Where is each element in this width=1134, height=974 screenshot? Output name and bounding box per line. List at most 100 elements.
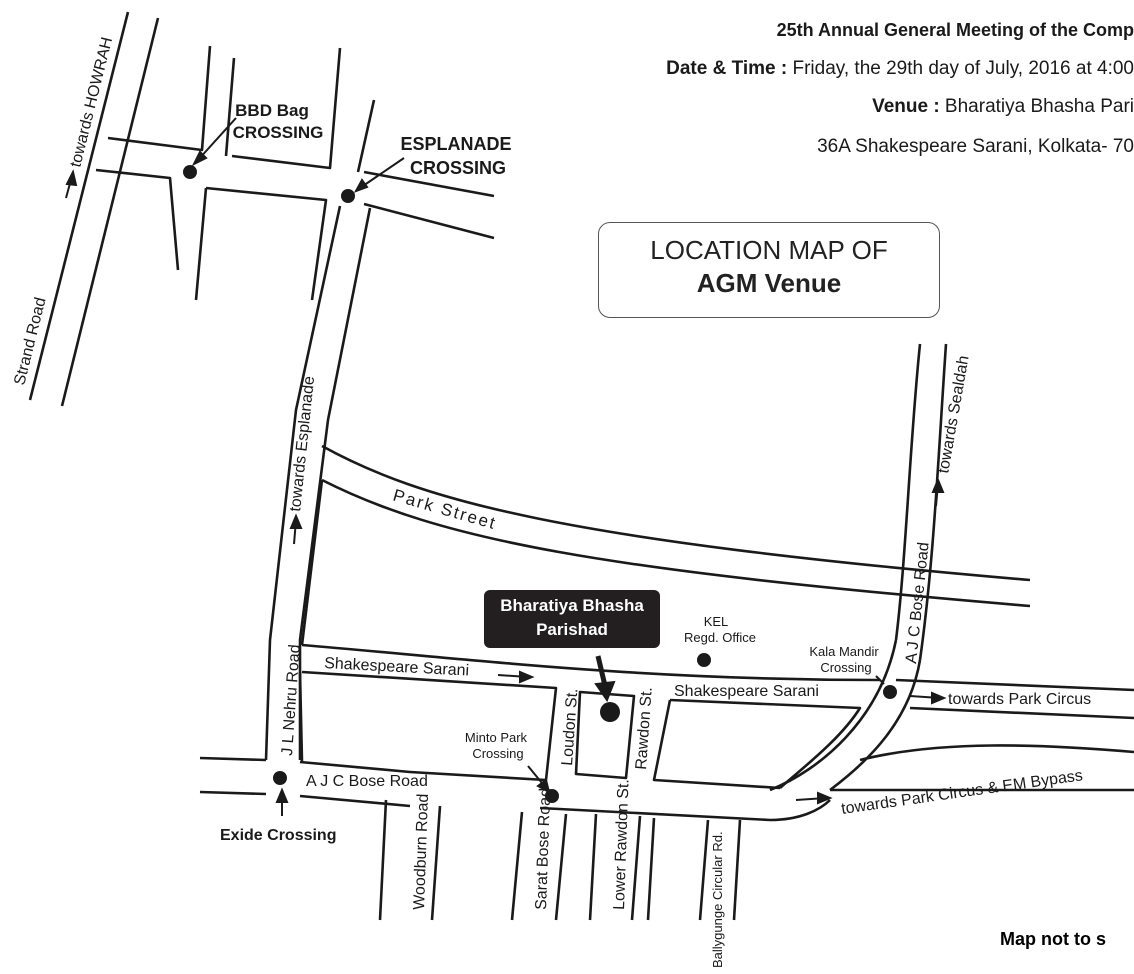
ajc-bose-main-edge [299,760,411,774]
minto-park-label: Minto Park [465,730,528,745]
ajc-bose-main-edge [539,799,831,822]
arrow-head [594,680,616,703]
arrow-head [65,169,78,187]
exide-crossing-dot [273,771,287,785]
bbd-road-edge [363,202,495,240]
shakespeare-sarani-edge [669,698,862,789]
map-arrows [65,117,947,816]
ajc-bose-road-label: A J C Bose Road [306,773,428,790]
bbd-road-edge [356,99,376,173]
meeting-date-time: Date & Time : Friday, the 29th day of Ju… [666,58,1134,80]
road-network [28,11,1134,921]
date-time-value: Friday, the 29th day of July, 2016 at 4:… [787,58,1134,79]
kala-mandir-label: Kala Mandir [809,644,879,659]
ballygunge-rd-edge [732,819,742,921]
ballygunge-rd-edge [646,817,656,921]
meeting-venue: Venue : Bharatiya Bhasha Pari [872,96,1134,118]
ajc-bose-road-edge [769,639,898,792]
ajc-bose-road-edge [894,343,922,641]
bbd-road-edge [363,170,495,198]
shakespeare-sarani-edge [298,671,304,763]
esplanade-crossing-label: ESPLANADE [400,134,511,154]
bbd-bag-crossing-dot [183,165,197,179]
scale-note: Map not to s [1000,929,1106,949]
shakespeare-sarani-edge [652,699,781,790]
ballygunge-rd-edge [698,819,710,921]
bbd-road-edge [205,186,328,301]
kala-mandir-label: Crossing [820,660,871,675]
kel-office-label: Regd. Office [684,630,756,645]
arrow-head [275,787,289,803]
lower-rawdon-st-edge [588,813,598,921]
esplanade-pointer-arrow [359,157,405,189]
venue-dot [600,702,620,722]
arrow-head [289,513,303,529]
park-circus-road-edge [909,706,1134,720]
exide-crossing-label: Exide Crossing [220,827,336,844]
towards-em-bypass-label: towards Park Circus & EM Bypass [840,767,1084,818]
meeting-address: 36A Shakespeare Sarani, Kolkata- 70 [817,136,1134,157]
park-street-edge [321,478,1031,608]
sarat-bose-road-label: Sarat Bose Road [533,788,554,910]
arrow-head [191,150,208,167]
bbd-crossing-label: BBD Bag [235,101,309,120]
minto-park-label: Crossing [472,746,523,761]
jl-nehru-road-edge [264,205,342,761]
park-street-edge [321,444,1031,582]
shakespeare-sarani-edge [301,670,558,782]
ballygunge-circular-rd-label: Ballygunge Circular Rd. [710,831,725,968]
strand-road-edge [28,11,130,401]
sarat-bose-road-edge [554,813,568,921]
woodburn-road-edge [430,805,442,921]
venue-value: Bharatiya Bhasha Pari [939,96,1134,117]
jl-nehru-road-edge [298,207,372,760]
map-title-line1: LOCATION MAP OF [650,235,888,265]
bbd-road-edge [224,57,236,157]
shakespeare-sarani-label-east: Shakespeare Sarani [674,683,819,700]
bbd-road-edge [107,45,212,152]
shakespeare-sarani-edge [301,643,881,682]
arrow-head [817,791,833,805]
bbd-pointer-arrow [197,117,237,161]
arrow-head [931,691,947,705]
map-title-box: LOCATION MAP OF AGM Venue [598,222,940,318]
lower-rawdon-st-edge [630,815,642,921]
arrow-head [519,670,535,684]
strand-road-edge [60,17,160,407]
esplanade-crossing-dot [341,189,355,203]
date-time-label: Date & Time : [666,58,788,79]
ajc-bose-main-edge [199,790,267,796]
lower-rawdon-st-label: Lower Rawdon St. [611,779,633,910]
block-edge [300,479,324,646]
kel-office-label: KEL [704,614,729,629]
arrow-head [353,178,369,193]
kel-office-dot [697,653,711,667]
esplanade-crossing-label: CROSSING [410,158,506,178]
ajc-bose-road-edge [918,343,948,661]
park-circus-road-edge [859,744,1134,762]
bbd-road-edge [194,187,208,301]
sarat-bose-road-edge [510,811,524,921]
arrow-head [931,477,945,493]
kala-pointer-arrow [875,675,885,685]
shakespeare-sarani-edge [574,690,636,780]
arrow-head [536,778,551,794]
map-title-line2: AGM Venue [696,268,842,298]
woodburn-road-edge [378,799,388,921]
venue-box-line2: Parishad [536,620,608,639]
ajc-bose-main-edge [299,794,411,808]
bbd-road-edge [231,47,342,170]
meeting-title: 25th Annual General Meeting of the Comp [776,20,1134,40]
venue-box-line1: Bharatiya Bhasha [500,596,644,615]
map-labels: BBD Bag CROSSING ESPLANADE CROSSING towa… [11,35,1091,968]
rawdon-st-label: Rawdon St. [633,687,656,771]
park-circus-road-edge [895,678,1134,692]
venue-label: Venue : [872,96,940,117]
woodburn-road-label: Woodburn Road [411,793,432,910]
bbd-crossing-label: CROSSING [233,123,324,142]
bbd-road-edge [95,168,180,271]
towards-park-circus-label: towards Park Circus [948,691,1091,708]
crossing-dots [183,165,897,803]
kala-mandir-crossing-dot [883,685,897,699]
